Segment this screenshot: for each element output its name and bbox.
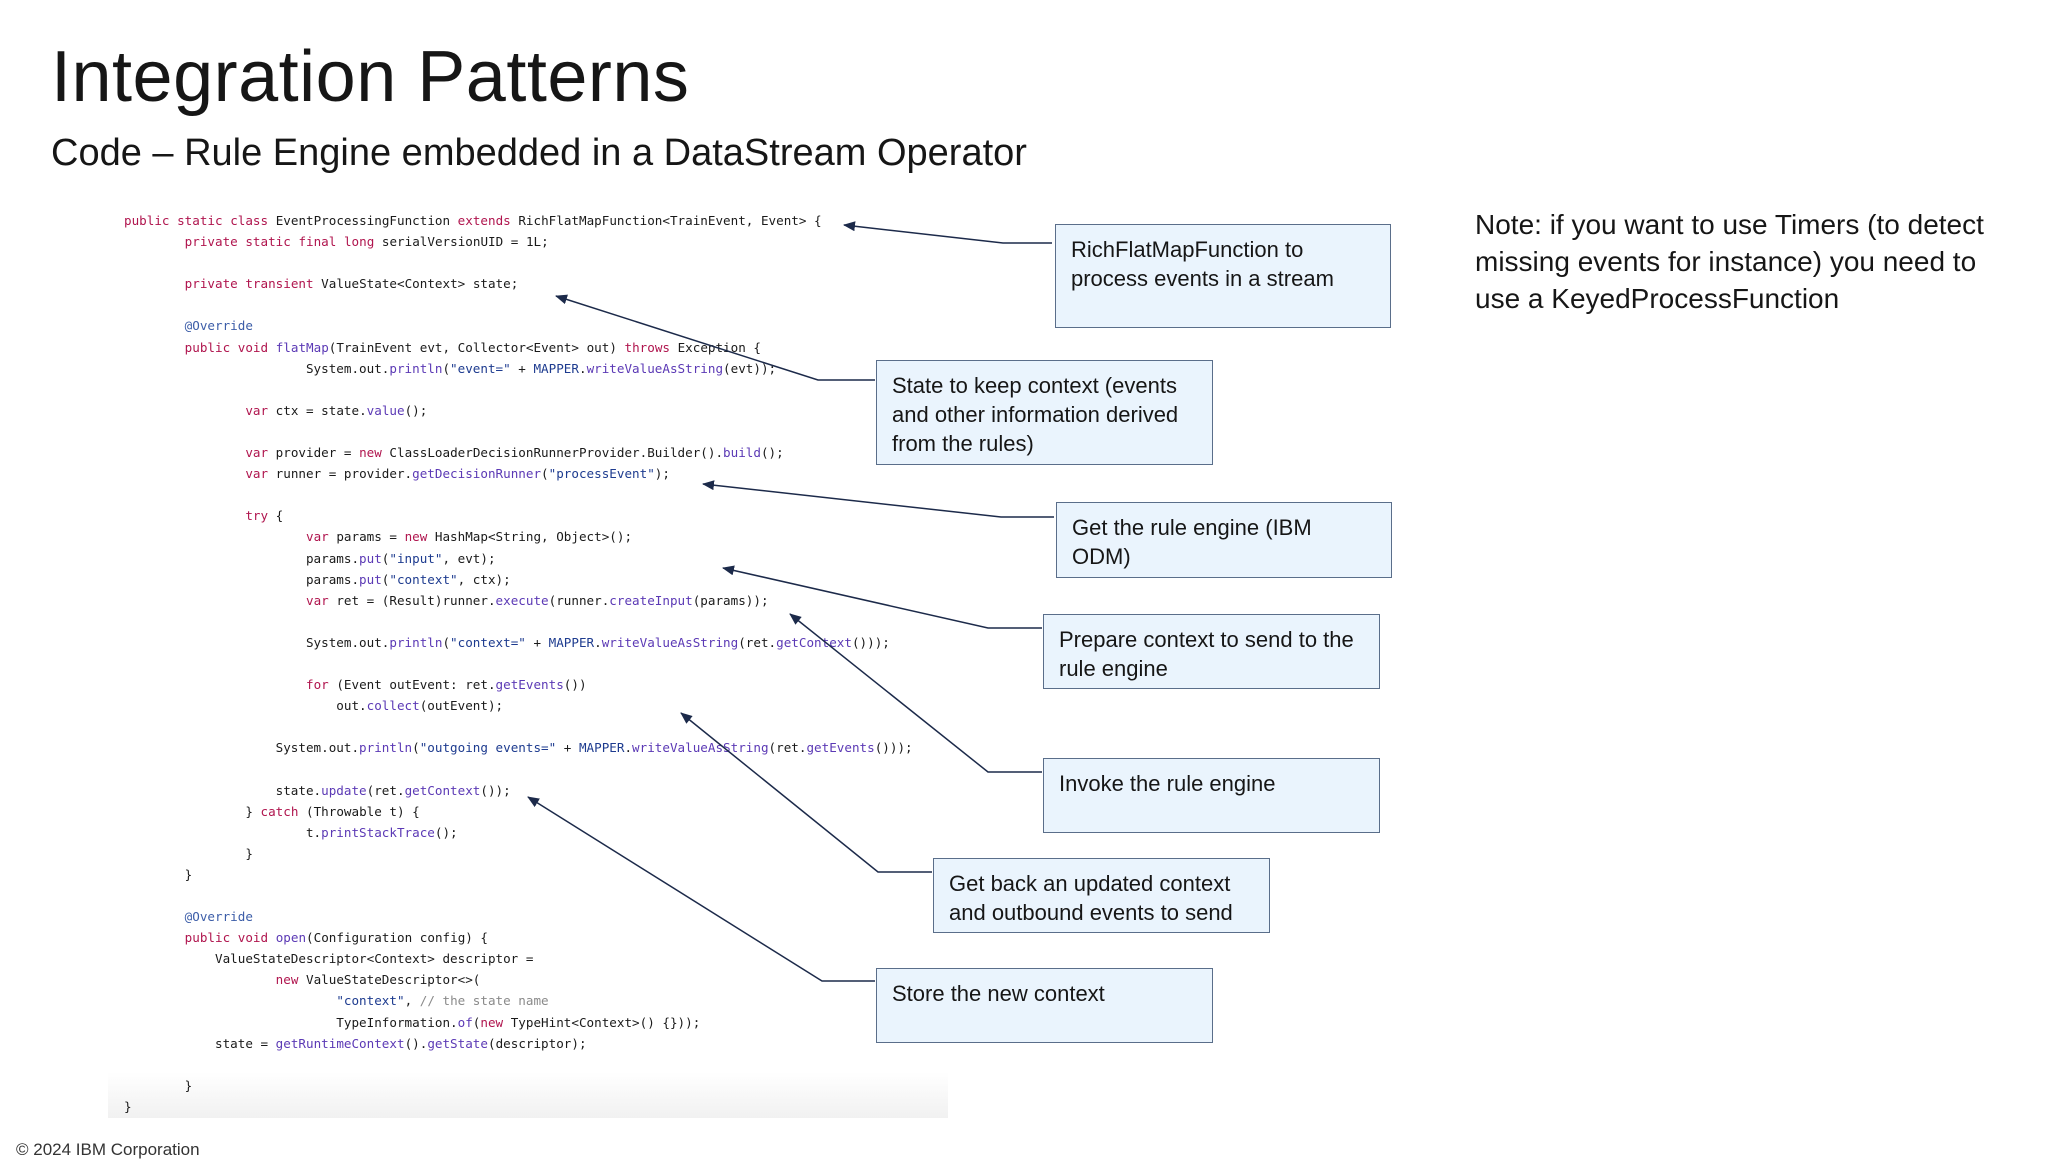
code-line: private transient ValueState<Context> st… [184, 276, 519, 292]
arrow-rule-engine [702, 480, 1054, 518]
code-line: "context", // the state name [336, 993, 549, 1009]
code-line: System.out.println("outgoing events=" + … [124, 740, 913, 756]
code-line: System.out.println("context=" + MAPPER.w… [124, 634, 890, 650]
code-line: System.out.println("event=" + MAPPER.wri… [124, 360, 777, 376]
code-line: public void open(Configuration config) { [184, 930, 489, 946]
code-line: ValueStateDescriptor<Context> descriptor… [124, 951, 534, 967]
code-line: params.put("context", ctx); [124, 571, 511, 587]
code-panel [108, 198, 948, 1118]
code-line: state = getRuntimeContext().getState(des… [124, 1035, 587, 1051]
code-line: @Override [184, 318, 253, 334]
code-line: var ctx = state.value(); [245, 402, 428, 418]
arrow-richflatmap [843, 221, 1052, 244]
arrow-store-context [527, 796, 875, 982]
arrow-invoke-engine [789, 613, 1042, 773]
code-line: new ValueStateDescriptor<>( [275, 972, 481, 988]
arrow-prepare-context [722, 565, 1042, 629]
code-line: @Override [184, 909, 253, 925]
code-line: try { [245, 508, 284, 524]
code-line: var ret = (Result)runner.execute(runner.… [305, 592, 769, 608]
code-line: state.update(ret.getContext()); [124, 782, 511, 798]
callout-prepare-context: Prepare context to send to the rule engi… [1043, 614, 1380, 689]
callout-get-back-context: Get back an updated context and outbound… [933, 858, 1270, 933]
code-line: } [124, 1077, 193, 1093]
arrow-state [555, 294, 875, 381]
code-line: var params = new HashMap<String, Object>… [305, 529, 633, 545]
callout-rule-engine: Get the rule engine (IBM ODM) [1056, 502, 1392, 578]
code-line: public static class EventProcessingFunct… [124, 213, 822, 228]
code-line: } [124, 845, 253, 861]
code-line: out.collect(outEvent); [124, 698, 504, 714]
page-title: Integration Patterns [51, 37, 690, 117]
code-line: } [124, 866, 193, 882]
arrow-get-back-context [680, 712, 932, 873]
code-line: var runner = provider.getDecisionRunner(… [245, 466, 670, 482]
callout-store-context: Store the new context [876, 968, 1213, 1043]
copyright-footer: © 2024 IBM Corporation [16, 1140, 200, 1159]
code-line: params.put("input", evt); [124, 550, 496, 566]
code-line: public void flatMap(TrainEvent evt, Coll… [184, 339, 761, 355]
code-line: } catch (Throwable t) { [124, 803, 420, 819]
code-line: } [124, 1098, 132, 1114]
code-line: t.printStackTrace(); [124, 824, 458, 840]
callout-state: State to keep context (events and other … [876, 360, 1213, 465]
callout-richflatmap: RichFlatMapFunction to process events in… [1055, 224, 1391, 328]
code-line: var provider = new ClassLoaderDecisionRu… [245, 445, 784, 461]
code-block: public static class EventProcessingFunct… [124, 210, 913, 1117]
callout-invoke-engine: Invoke the rule engine [1043, 758, 1380, 833]
page-subtitle: Code – Rule Engine embedded in a DataStr… [51, 132, 1027, 174]
code-line: TypeInformation.of(new TypeHint<Context>… [124, 1014, 701, 1030]
code-line: for (Event outEvent: ret.getEvents()) [305, 677, 587, 693]
timer-note: Note: if you want to use Timers (to dete… [1475, 209, 1984, 314]
code-line: private static final long serialVersionU… [184, 234, 549, 250]
